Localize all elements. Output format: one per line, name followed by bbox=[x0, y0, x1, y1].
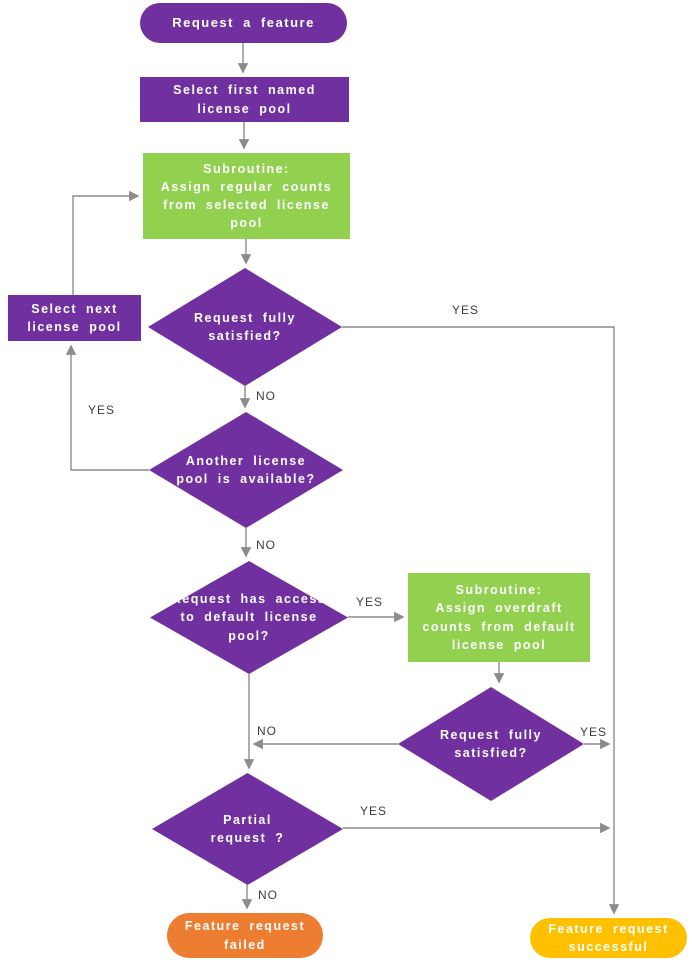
node-label: Subroutine: Assign regular counts from s… bbox=[160, 161, 333, 231]
edge-label-satisfied1-no: NO bbox=[256, 389, 276, 403]
node-label: Partial request ? bbox=[210, 812, 285, 845]
edge-label-another-yes: YES bbox=[88, 403, 116, 417]
node-label: Request fully satisfied? bbox=[440, 727, 542, 760]
node-subroutine-assign-regular-counts: Subroutine: Assign regular counts from s… bbox=[143, 153, 350, 239]
node-request-has-access-to-default-pool: Request has access to default license po… bbox=[150, 561, 348, 674]
edge-label-satisfied2-yes: YES bbox=[580, 725, 608, 739]
edge-label-satisfied1-yes: YES bbox=[452, 303, 480, 317]
edge-label-satisfied2-no: NO bbox=[257, 724, 277, 738]
node-label: Select next license pool bbox=[27, 301, 122, 334]
node-label: Feature request successful bbox=[548, 921, 669, 954]
node-label: Request has access to default license po… bbox=[171, 592, 327, 643]
node-select-first-named-license-pool: Select first named license pool bbox=[140, 77, 349, 122]
node-label: Request a feature bbox=[172, 14, 315, 30]
node-label: Select first named license pool bbox=[173, 83, 316, 116]
edge-label-partial-no: NO bbox=[258, 888, 278, 902]
node-select-next-license-pool: Select next license pool bbox=[8, 295, 141, 341]
edge-label-access-yes: YES bbox=[356, 595, 384, 609]
edge-select-next-to-subroutine bbox=[72, 190, 140, 295]
node-request-fully-satisfied-2: Request fully satisfied? bbox=[398, 687, 584, 801]
node-feature-request-failed: Feature request failed bbox=[167, 913, 323, 958]
node-label: Feature request failed bbox=[184, 919, 306, 952]
node-request-a-feature: Request a feature bbox=[140, 3, 347, 43]
edge-label-another-no: NO bbox=[256, 538, 276, 552]
node-label: Another license pool is available? bbox=[176, 453, 316, 486]
node-feature-request-successful: Feature request successful bbox=[530, 918, 687, 958]
node-label: Subroutine: Assign overdraft counts from… bbox=[422, 583, 576, 652]
node-request-fully-satisfied-1: Request fully satisfied? bbox=[148, 268, 342, 386]
node-partial-request: Partial request ? bbox=[152, 773, 343, 885]
node-another-license-pool-available: Another license pool is available? bbox=[149, 412, 343, 528]
edge-label-partial-yes: YES bbox=[360, 804, 388, 818]
node-subroutine-assign-overdraft-counts: Subroutine: Assign overdraft counts from… bbox=[408, 573, 590, 662]
node-label: Request fully satisfied? bbox=[194, 310, 296, 343]
